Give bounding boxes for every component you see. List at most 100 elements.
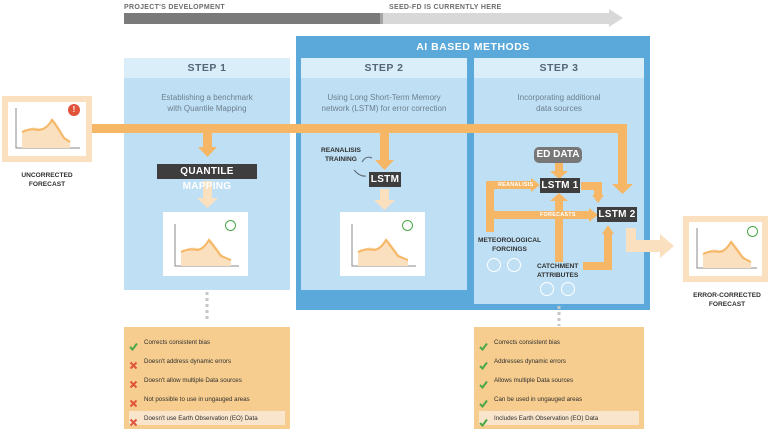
step1-desc-line1: Establishing a benchmark: [161, 93, 253, 102]
reanalisis-flow-arrowhead: [531, 178, 540, 192]
feature-row: Addresses dynamic errors: [479, 354, 639, 370]
step2-down-pipe: [380, 133, 389, 161]
step2-desc-line2: network (LSTM) for error correction: [321, 104, 447, 114]
progress-arrow-icon: [609, 9, 623, 27]
step1-description: Establishing a benchmark with Quantile M…: [124, 92, 290, 114]
step1-down-pipe: [203, 133, 212, 148]
ai-methods-title: AI BASED METHODS: [416, 41, 530, 53]
step3-desc-line2: data sources: [536, 104, 582, 114]
main-flow-down: [618, 124, 627, 185]
output-flow-down: [626, 228, 636, 252]
met-forcings-line2: FORCINGS: [492, 245, 527, 253]
check-icon: [479, 395, 488, 408]
ed-data-box: ED DATA: [534, 147, 582, 163]
check-icon: [402, 220, 413, 231]
check-icon: [225, 220, 236, 231]
reanalisis-training-label: REANALISIS TRAINING: [321, 147, 361, 164]
alert-icon: !: [68, 104, 80, 116]
corrected-label-line1: ERROR-CORRECTED: [693, 292, 761, 299]
quantile-mapping-box: QUANTILE MAPPING: [157, 164, 257, 192]
catchment-to-lstm2-pipe: [583, 233, 612, 270]
corrected-chart: [689, 222, 762, 276]
reanalisis-training-line1: REANALISIS: [321, 147, 361, 154]
feature-text: Includes Earth Observation (EO) Data: [494, 414, 599, 422]
feature-row: Can be used in ungauged areas: [479, 392, 639, 408]
uncorrected-forecast-card: !: [2, 96, 92, 162]
feature-text: Not possible to use in ungauged areas: [144, 395, 250, 403]
met-forcings-line1: METEOROLOGICAL: [478, 237, 542, 244]
catchment-up-pipe: [555, 200, 563, 262]
check-icon: [479, 414, 488, 427]
cross-icon: [129, 376, 138, 388]
reanalisis-flow-pipe: [486, 181, 532, 232]
step2-lstm-pipe: [380, 189, 389, 201]
lstm1-to-lstm2-pipe: [581, 182, 602, 196]
uncorrected-forecast-label: UNCORRECTED FORECAST: [0, 172, 94, 190]
lstm1-to-lstm2-arrowhead: [592, 195, 604, 203]
step1-down-arrowhead: [198, 147, 217, 157]
step2-down-arrowhead: [375, 160, 394, 170]
corrected-label-line2: FORECAST: [708, 300, 746, 308]
forecasts-flow-label: FORECASTS: [540, 212, 576, 218]
catchment-up-arrowhead: [550, 193, 568, 201]
step2-chart-graphic: [351, 224, 416, 267]
feature-row: Doesn't address dynamic errors: [129, 354, 285, 369]
reanalisis-training-line2: TRAINING: [325, 155, 357, 163]
lstm-box: LSTM: [369, 172, 401, 187]
step1-chart: [163, 212, 248, 276]
output-flow-arrowhead: [660, 234, 674, 258]
catchment-attributes-label: CATCHMENT ATTRIBUTES: [537, 263, 578, 280]
feature-row: Includes Earth Observation (EO) Data: [479, 411, 639, 427]
step2-lstm-arrowhead: [374, 200, 395, 210]
terrain-icon: [540, 282, 554, 296]
step1-qm-arrowhead: [197, 198, 218, 208]
feature-row: Doesn't use Earth Observation (EO) Data: [129, 411, 285, 426]
step1-qm-pipe: [203, 181, 212, 199]
seed-current-label: SEED-FD IS CURRENTLY HERE: [389, 4, 502, 11]
cloud-icon: [487, 258, 501, 272]
catchment-to-lstm2-arrowhead: [602, 225, 614, 234]
lstm2-box: LSTM 2: [597, 207, 637, 222]
step1-desc-line2: with Quantile Mapping: [167, 104, 247, 114]
meteorological-forcings-label: METEOROLOGICAL FORCINGS: [478, 237, 541, 254]
check-icon: [479, 357, 488, 370]
step3-desc-line1: Incorporating additional: [517, 93, 601, 102]
step2-chart: [340, 212, 425, 276]
thermometer-icon: [507, 258, 521, 272]
step3-title: STEP 3: [474, 58, 644, 78]
feature-row: Corrects consistent bias: [129, 335, 285, 351]
feature-text: Corrects consistent bias: [144, 338, 211, 346]
forecasts-flow-arrowhead: [589, 208, 598, 222]
feature-row: Not possible to use in ungauged areas: [129, 392, 285, 407]
feature-row: Doesn't allow multiple Data sources: [129, 373, 285, 388]
training-cycle-arrow-bottom: [353, 169, 367, 177]
ed-down-pipe: [555, 162, 563, 172]
uncorrected-chart: [8, 102, 86, 156]
feature-text: Corrects consistent bias: [494, 338, 561, 346]
progress-bar-remaining: [383, 13, 609, 24]
cross-icon: [129, 395, 138, 407]
corrected-forecast-card: [683, 216, 768, 282]
feature-text: Allows multiple Data sources: [494, 376, 574, 384]
uncorrected-label-line2: FORECAST: [28, 180, 66, 188]
check-icon: [479, 376, 488, 389]
feature-row: Corrects consistent bias: [479, 335, 639, 351]
ed-down-arrowhead: [550, 171, 568, 179]
training-cycle-arrow-top: [361, 156, 373, 163]
step1-title: STEP 1: [124, 58, 290, 78]
progress-bar-marker: [380, 13, 383, 24]
feature-text: Doesn't allow multiple Data sources: [144, 376, 242, 384]
feature-row: Allows multiple Data sources: [479, 373, 639, 389]
check-icon: [129, 338, 138, 351]
check-icon: [479, 338, 488, 351]
reanalisis-flow-label: REANALISIS: [498, 182, 534, 188]
check-icon: [747, 226, 758, 237]
step2-title: STEP 2: [301, 58, 467, 78]
cross-icon: [129, 357, 138, 369]
step2-description: Using Long Short-Term Memory network (LS…: [301, 92, 467, 114]
catchment-attributes-line1: CATCHMENT: [537, 263, 579, 270]
feature-text: Doesn't use Earth Observation (EO) Data: [144, 414, 258, 422]
